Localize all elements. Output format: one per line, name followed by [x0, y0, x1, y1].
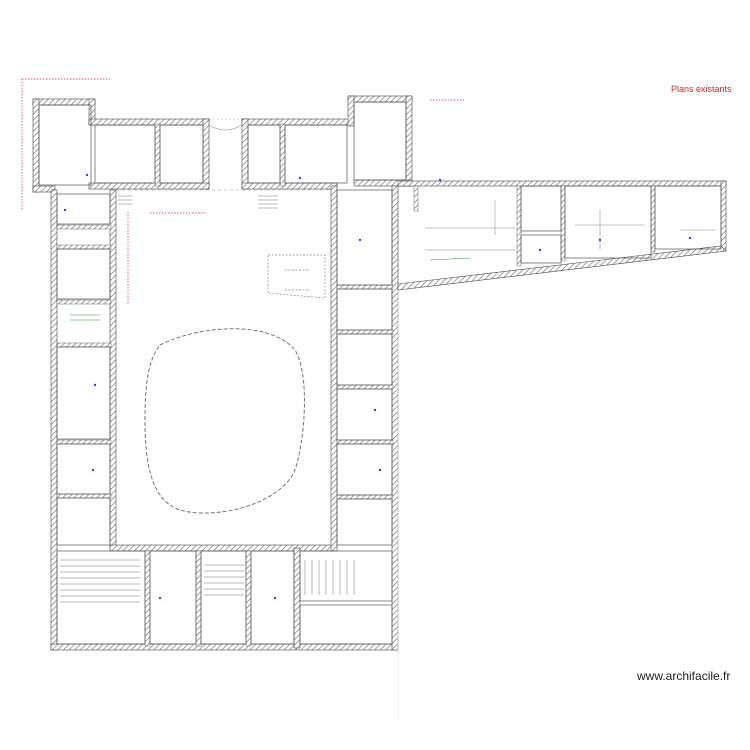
annex-fixtures	[425, 200, 715, 251]
room-outlines	[38, 101, 722, 645]
red-reference-lines	[21, 78, 464, 305]
plan-title-label: Plans existants	[671, 84, 732, 94]
courtyard-openings	[116, 118, 331, 191]
door-markers	[63, 173, 692, 600]
dimension-marks	[70, 257, 471, 321]
exterior-walls	[32, 95, 727, 651]
courtyard-lawn-outline	[144, 328, 305, 514]
stair-treads	[60, 195, 355, 603]
courtyard-structure	[267, 254, 326, 299]
watermark-text: www.archifacile.fr	[637, 669, 731, 683]
